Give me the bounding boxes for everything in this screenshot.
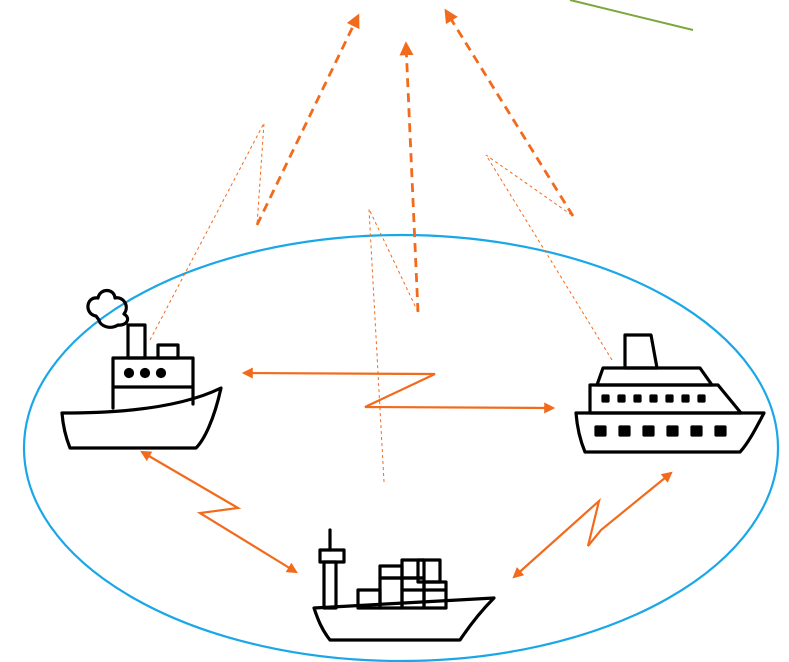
satellite-beam-line: [569, 0, 694, 31]
thin-trace-center: [368, 208, 419, 483]
thin-dashed-traces: [149, 122, 613, 483]
uplink-center: [399, 41, 420, 313]
thin-trace-right-ship: [485, 154, 613, 361]
cruise-ship-icon: [574, 333, 766, 454]
container-ship-icon: [312, 528, 496, 642]
link-left-right: [241, 367, 556, 414]
uplink-left: [255, 13, 360, 226]
uplink-right: [444, 8, 575, 217]
network-boundary-ellipse: [23, 233, 779, 662]
steamship-icon: [60, 288, 223, 450]
ship-links: [140, 367, 673, 579]
satellite-uplinks: [255, 8, 575, 313]
thin-trace-left-ship: [149, 122, 265, 341]
link-left-bottom: [140, 450, 298, 574]
link-right-bottom: [512, 471, 673, 579]
